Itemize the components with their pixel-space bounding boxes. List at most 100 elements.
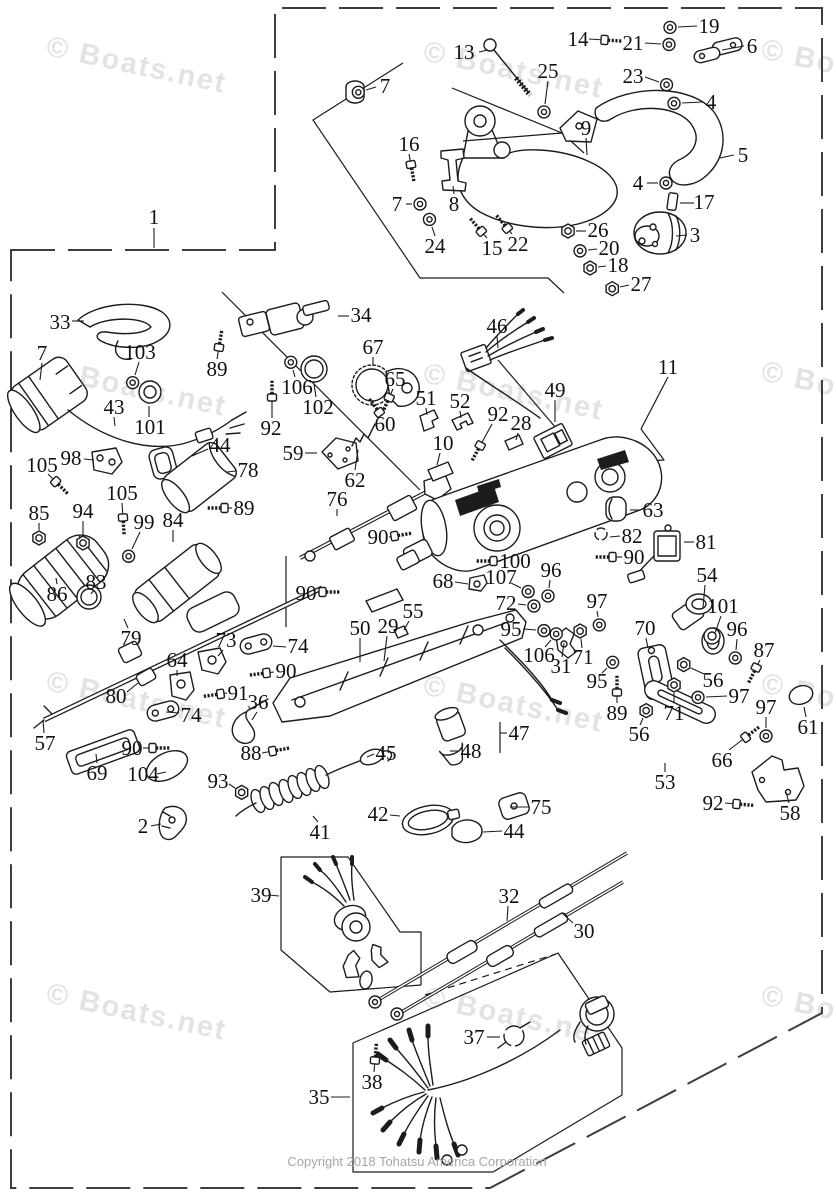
control-housing-part bbox=[396, 423, 663, 572]
part-label: 20 bbox=[599, 236, 620, 260]
bracket-6-part bbox=[693, 37, 743, 64]
part-label: 15 bbox=[482, 236, 503, 260]
leader-line bbox=[55, 577, 58, 585]
frame-81-part bbox=[626, 524, 681, 584]
clamp-8-part bbox=[440, 148, 467, 192]
screw-glyph bbox=[600, 34, 623, 46]
leader-line bbox=[228, 783, 236, 789]
part-label: 106 bbox=[281, 375, 313, 399]
part-label: 97 bbox=[729, 684, 750, 708]
part-label: 105 bbox=[26, 453, 58, 477]
part-label: 43 bbox=[104, 395, 125, 419]
leader-line bbox=[123, 618, 129, 629]
part-label: 89 bbox=[607, 701, 628, 725]
clip-82-part bbox=[594, 527, 608, 541]
part-label: 63 bbox=[643, 498, 664, 522]
part-label: 81 bbox=[696, 530, 717, 554]
part-label: 25 bbox=[538, 59, 559, 83]
bracket-98-part bbox=[91, 447, 123, 475]
part-label: 99 bbox=[134, 510, 155, 534]
part-label: 74 bbox=[288, 634, 310, 658]
clamp-52-part bbox=[451, 412, 474, 431]
leader-line bbox=[675, 234, 688, 237]
part-label: 10 bbox=[433, 431, 454, 455]
leader-line bbox=[83, 458, 95, 461]
part-label: 90 bbox=[122, 736, 143, 760]
leader-line bbox=[735, 638, 738, 651]
pin-17-part bbox=[666, 192, 679, 212]
bracket-58-part bbox=[751, 755, 805, 803]
part-label: 106 bbox=[523, 643, 555, 667]
part-label: 92 bbox=[261, 416, 282, 440]
screw-glyph bbox=[213, 329, 225, 353]
part-label: 4 bbox=[633, 171, 644, 195]
part-label: 101 bbox=[134, 415, 166, 439]
part-label: 84 bbox=[163, 508, 185, 532]
leader-line bbox=[292, 369, 296, 378]
stop-switch-47-part bbox=[434, 706, 467, 742]
leader-line bbox=[548, 579, 551, 589]
part-label: 19 bbox=[699, 14, 720, 38]
screw-glyph bbox=[369, 1042, 381, 1065]
part-label: 90 bbox=[624, 545, 645, 569]
screw-glyph bbox=[470, 440, 487, 462]
part-label: 44 bbox=[504, 819, 526, 843]
lever-53-part bbox=[644, 627, 721, 724]
part-label: 45 bbox=[376, 741, 397, 765]
leader-line bbox=[597, 265, 607, 268]
part-label: 46 bbox=[487, 314, 508, 338]
part-label: 90 bbox=[276, 659, 297, 683]
bushing-80-part bbox=[135, 667, 157, 687]
part-label: 51 bbox=[416, 386, 437, 410]
part-label: 90 bbox=[368, 525, 389, 549]
sheet-29-part bbox=[365, 588, 404, 613]
leader-line bbox=[702, 584, 706, 609]
tiller-grip-33-part bbox=[77, 303, 171, 360]
watermark-text: © Boats.net bbox=[44, 31, 230, 100]
leader-line bbox=[644, 76, 660, 83]
part-label: 48 bbox=[461, 739, 482, 763]
leader-line bbox=[191, 448, 209, 457]
part-label: 105 bbox=[106, 481, 138, 505]
leader-line bbox=[719, 154, 735, 159]
part-label: 39 bbox=[251, 883, 272, 907]
leader-line bbox=[113, 416, 116, 427]
part-label: 65 bbox=[385, 367, 406, 391]
leader-line bbox=[639, 717, 644, 726]
part-label: 44 bbox=[210, 433, 232, 457]
part-label: 21 bbox=[623, 31, 644, 55]
part-label: 49 bbox=[545, 378, 566, 402]
part-label: 89 bbox=[234, 496, 255, 520]
part-label: 91 bbox=[228, 681, 249, 705]
leader-line bbox=[496, 335, 499, 349]
leader-line bbox=[134, 361, 140, 376]
clip-45-part bbox=[359, 748, 385, 766]
leader-line-layer bbox=[38, 25, 807, 1098]
leader-line bbox=[272, 645, 287, 648]
screw-glyph bbox=[248, 667, 272, 679]
tag-28-part bbox=[504, 434, 524, 451]
part-label: 13 bbox=[454, 40, 475, 64]
leader-line bbox=[150, 823, 162, 827]
part-label: 97 bbox=[587, 589, 608, 613]
part-label: 31 bbox=[551, 654, 572, 678]
part-label: 85 bbox=[29, 501, 50, 525]
part-label: 56 bbox=[629, 722, 650, 746]
leader-line bbox=[544, 639, 552, 648]
part-label: 7 bbox=[37, 341, 48, 365]
leader-line bbox=[690, 667, 705, 675]
leader-line bbox=[506, 905, 509, 922]
latch-2-part bbox=[158, 805, 188, 841]
leader-line bbox=[268, 894, 280, 897]
leader-line bbox=[562, 913, 574, 924]
leader-line bbox=[544, 80, 549, 105]
screw-glyph bbox=[148, 742, 170, 754]
leader-line bbox=[644, 42, 662, 45]
screw-glyph bbox=[367, 397, 386, 419]
plate-59-part bbox=[321, 437, 359, 470]
part-label: 11 bbox=[658, 355, 678, 379]
leader-line bbox=[721, 45, 745, 51]
part-label: 100 bbox=[499, 549, 531, 573]
part-label: 56 bbox=[703, 668, 724, 692]
